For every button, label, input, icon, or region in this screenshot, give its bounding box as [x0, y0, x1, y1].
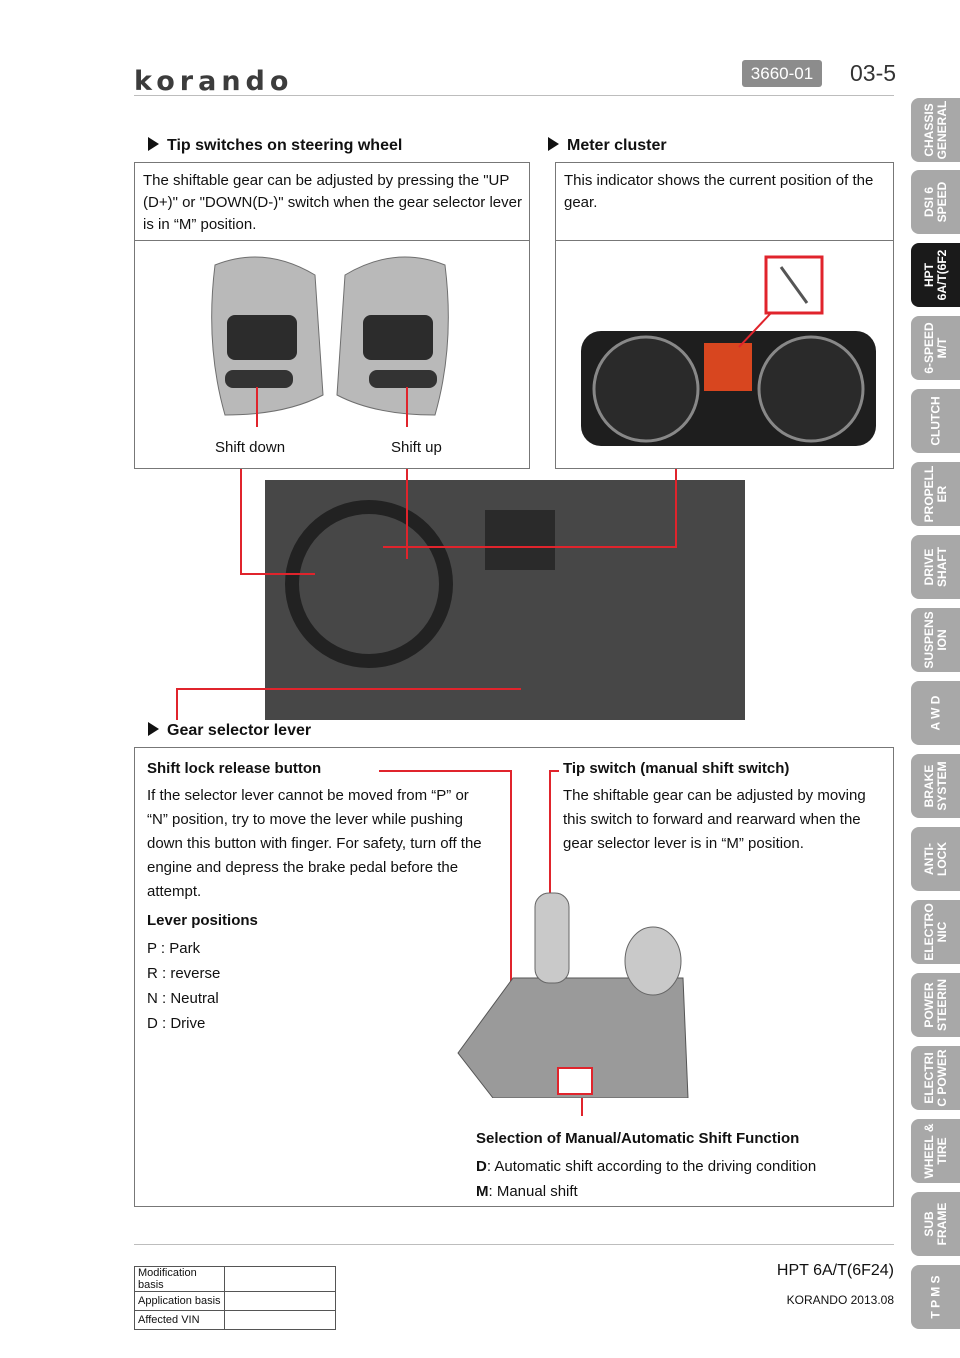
triangle-bullet-icon — [148, 137, 159, 151]
selection-d-text: : Automatic shift according to the drivi… — [486, 1158, 817, 1175]
table-cell-key: Modification basis — [134, 1266, 225, 1292]
side-tab-strip: CHASSIS GENERAL DSI 6 SPEED HPT 6A/T(6F2… — [911, 98, 960, 1338]
leader-line — [176, 688, 178, 720]
table-cell-value — [224, 1291, 336, 1311]
table-cell-key: Application basis — [134, 1291, 225, 1311]
tab-clutch[interactable]: CLUTCH — [911, 389, 960, 453]
meter-description: This indicator shows the current positio… — [564, 172, 874, 211]
list-item: R : reverse — [147, 965, 221, 982]
tab-electronic[interactable]: ELECTRO NIC — [911, 900, 960, 964]
selection-title: Selection of Manual/Automatic Shift Func… — [476, 1130, 800, 1147]
panel-divider — [556, 240, 893, 241]
selection-m-text: : Manual shift — [488, 1183, 578, 1200]
table-cell-value — [224, 1266, 336, 1292]
table-cell-key: Affected VIN — [134, 1310, 225, 1330]
gear-section-title: Gear selector lever — [148, 722, 311, 740]
leader-line — [549, 770, 559, 772]
tab-wheel-tire[interactable]: WHEEL & TIRE — [911, 1119, 960, 1183]
leader-line — [240, 469, 242, 574]
tab-dsi-6-speed[interactable]: DSI 6 SPEED — [911, 170, 960, 234]
leader-line — [549, 770, 551, 920]
list-item: D : Drive — [147, 1015, 206, 1032]
gear-panel: Shift lock release button If the selecto… — [134, 747, 894, 1207]
leader-line — [383, 546, 677, 548]
lever-positions-title: Lever positions — [147, 912, 258, 929]
leader-line — [406, 469, 408, 559]
table-row: Modification basis — [134, 1266, 336, 1292]
shift-down-label: Shift down — [215, 439, 286, 456]
dashboard-photo — [265, 480, 745, 720]
tip-switch-title: Tip switch (manual shift switch) — [563, 760, 790, 777]
tab-sub-frame[interactable]: SUB FRAME — [911, 1192, 960, 1256]
tab-anti-lock[interactable]: ANTI- LOCK — [911, 827, 960, 891]
footer-divider — [134, 1244, 894, 1245]
page-number: 03-5 — [850, 60, 897, 86]
meter-cluster-image — [581, 255, 876, 446]
table-cell-value — [224, 1310, 336, 1330]
shift-up-pointer — [406, 387, 408, 427]
steering-panel: The shiftable gear can be adjusted by pr… — [134, 162, 530, 469]
tab-6-speed-mt[interactable]: 6-SPEED M/T — [911, 316, 960, 380]
leader-line — [176, 688, 521, 690]
shift-up-label: Shift up — [391, 439, 442, 456]
table-row: Affected VIN — [134, 1310, 336, 1330]
leader-line — [675, 469, 677, 547]
list-item: P : Park — [147, 940, 201, 957]
doc-code-badge: 3660-01 — [742, 60, 822, 87]
shift-lock-title: Shift lock release button — [147, 760, 322, 777]
meter-section-title: Meter cluster — [548, 137, 667, 155]
modification-table: Modification basis Application basis Aff… — [134, 1266, 336, 1330]
tab-propeller[interactable]: PROPELL ER — [911, 462, 960, 526]
steering-description: The shiftable gear can be adjusted by pr… — [143, 172, 522, 233]
tip-switch-text: The shiftable gear can be adjusted by mo… — [563, 787, 866, 852]
gear-lever-image — [457, 892, 689, 1098]
selection-m-key: M — [476, 1183, 489, 1200]
tab-power-steering[interactable]: POWER STEERIN — [911, 973, 960, 1037]
table-row: Application basis — [134, 1291, 336, 1311]
meter-panel: This indicator shows the current positio… — [555, 162, 894, 469]
list-item: N : Neutral — [147, 990, 219, 1007]
shift-down-pointer — [256, 387, 258, 427]
selection-d-key: D — [476, 1158, 487, 1175]
panel-divider — [135, 240, 529, 241]
tab-tpms[interactable]: T P M S — [911, 1265, 960, 1329]
tab-awd[interactable]: A W D — [911, 681, 960, 745]
tab-electric-power[interactable]: ELECTRI C POWER — [911, 1046, 960, 1110]
tab-chassis-general[interactable]: CHASSIS GENERAL — [911, 98, 960, 162]
steering-section-title: Tip switches on steering wheel — [148, 137, 402, 155]
selection-m-line: M: Manual shift — [476, 1179, 578, 1204]
tab-brake-system[interactable]: BRAKE SYSTEM — [911, 754, 960, 818]
leader-line — [510, 770, 512, 1015]
selection-d-line: D: Automatic shift according to the driv… — [476, 1154, 816, 1179]
center-console-shape — [485, 510, 555, 570]
leader-line — [379, 770, 511, 772]
footer-model: HPT 6A/T(6F24) — [776, 1262, 894, 1279]
shift-lock-text: If the selector lever cannot be moved fr… — [147, 787, 482, 900]
triangle-bullet-icon — [148, 722, 159, 736]
tab-suspension[interactable]: SUSPENS ION — [911, 608, 960, 672]
leader-line — [240, 573, 315, 575]
steering-wheel-shape — [285, 500, 453, 668]
lever-positions-list: P : Park R : reverse N : Neutral D : Dri… — [147, 936, 220, 1036]
tab-drive-shaft[interactable]: DRIVE SHAFT — [911, 535, 960, 599]
triangle-bullet-icon — [548, 137, 559, 151]
brand-logo: korando — [134, 66, 294, 97]
steering-switch-image — [211, 256, 449, 416]
tab-hpt-6at[interactable]: HPT 6A/T(6F2 — [911, 243, 960, 307]
footer-edition: KORANDO 2013.08 — [786, 1293, 894, 1307]
header-divider — [134, 95, 894, 96]
